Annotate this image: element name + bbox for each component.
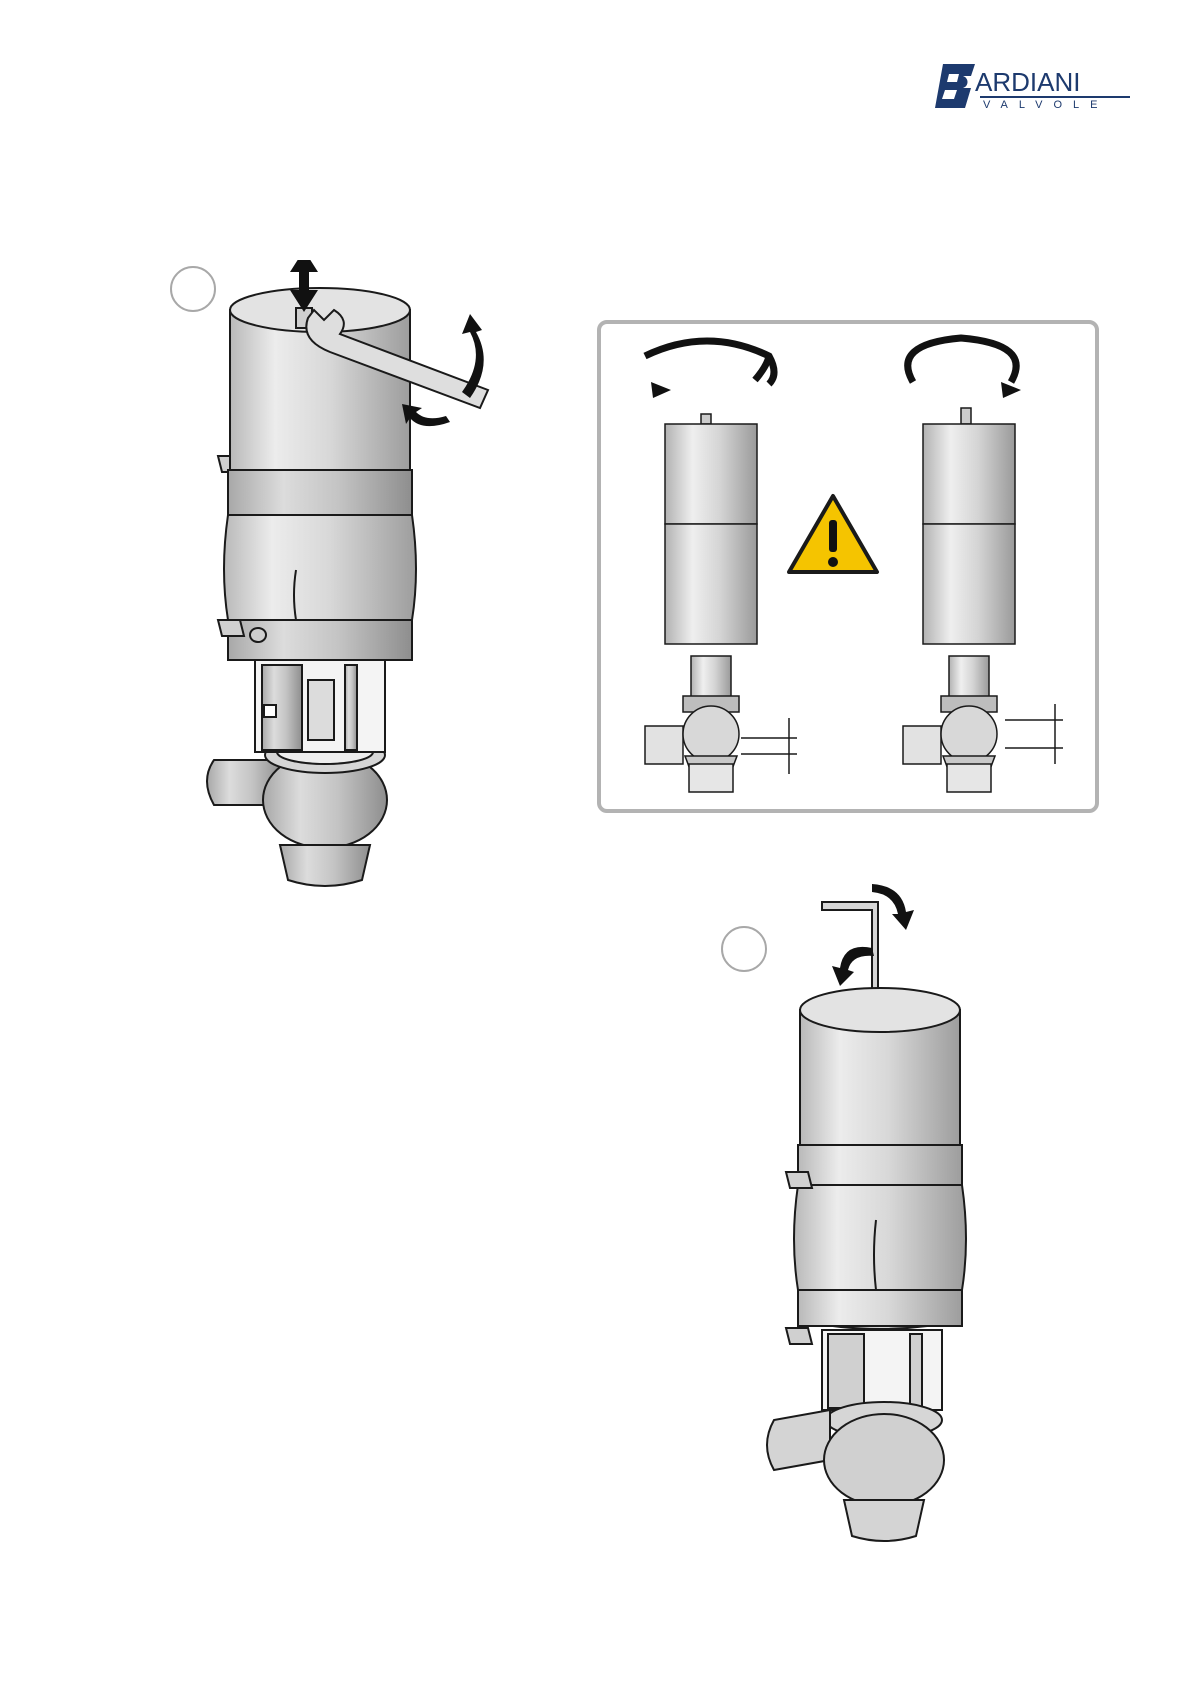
valve-right	[903, 338, 1021, 792]
logo-rule	[980, 96, 1130, 98]
valve-body	[207, 737, 387, 886]
logo-wordmark: ARDIANI	[975, 67, 1080, 98]
logo-b-mark	[935, 62, 979, 112]
logo-subtitle: VALVOLE	[983, 99, 1109, 111]
brand-logo: ARDIANI VALVOLE	[935, 62, 1135, 118]
actuator-lower	[786, 1172, 966, 1344]
valve-lantern	[822, 1330, 942, 1410]
valve-body	[767, 1402, 944, 1541]
detail-panel-illustration	[601, 324, 1095, 809]
valve-wrench-illustration	[200, 260, 540, 890]
warning-icon	[789, 496, 877, 572]
detail-panel	[597, 320, 1099, 813]
valve-left	[645, 341, 774, 792]
valve-lantern	[255, 660, 385, 752]
valve-hex-key-illustration	[760, 860, 1090, 1580]
actuator-upper	[798, 988, 962, 1185]
dimension-markers	[741, 704, 1063, 774]
